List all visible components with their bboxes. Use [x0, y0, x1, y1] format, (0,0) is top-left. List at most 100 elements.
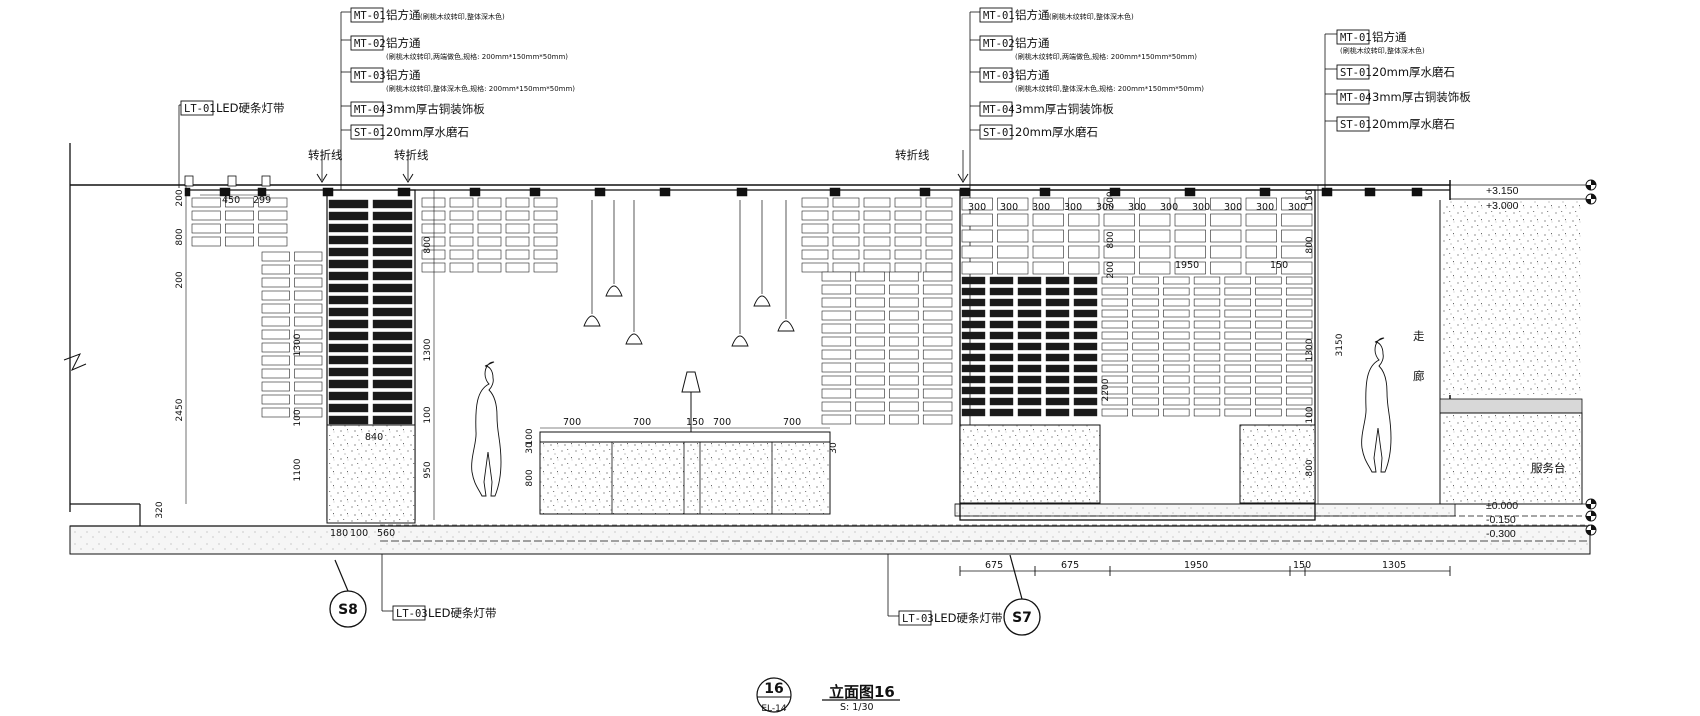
louver-right-dark-cell — [989, 331, 1014, 340]
louver-right-light-cell — [1132, 331, 1159, 340]
louver-right-dark-cell — [989, 408, 1014, 417]
louver-right-top-cell — [1174, 261, 1206, 275]
callout-mid-0-tag: MT-01 — [983, 10, 1015, 22]
louver-center-right-top-cell — [863, 210, 891, 221]
louver-center-right-cell — [821, 388, 852, 399]
louver-right-dark-cell — [1073, 375, 1098, 384]
louver-center-right-top-cell — [832, 249, 860, 260]
callout-mid-3-desc: 3mm厚古铜装饰板 — [1015, 102, 1114, 116]
louver-center-right-cell — [855, 323, 885, 334]
louver-left-top-cell — [258, 236, 288, 247]
louver-right-light-cell — [1224, 375, 1251, 384]
louver-right-top-cell — [1174, 197, 1206, 211]
dim-left-top-1: 299 — [253, 195, 271, 206]
louver-right-dark-cell — [1073, 364, 1098, 373]
led-bottom-left-tag: LT-03 — [396, 608, 428, 620]
louver-center-right-top-cell — [863, 249, 891, 260]
floor-slab — [69, 525, 1591, 555]
louver-right-light-cell — [1255, 331, 1282, 340]
louver-column-dark-cell — [328, 235, 369, 245]
louver-grids — [191, 197, 1313, 425]
louver-center-right-top-cell — [894, 210, 922, 221]
louver-center-left-cell — [505, 197, 530, 208]
callout-left-2-tag: MT-03 — [354, 70, 386, 82]
service-counter-body — [1439, 412, 1583, 505]
louver-right-light-cell — [1132, 397, 1159, 406]
louver-left-mid-cell — [294, 355, 323, 366]
louver-right-dark-cell — [961, 276, 986, 285]
louver-right-light-cell — [1224, 276, 1251, 285]
louver-right-top-cell — [1139, 229, 1171, 243]
louver-right-top-cell — [1032, 229, 1064, 243]
furniture-and-figures — [471, 200, 1392, 515]
louver-right-top-cell — [997, 261, 1029, 275]
louver-center-left-cell — [477, 249, 502, 260]
callout-right-0-tag: MT-01 — [1340, 32, 1372, 44]
louver-center-left-cell — [421, 249, 446, 260]
title-circle — [756, 677, 792, 713]
led-top-desc: LED硬条灯带 — [216, 101, 285, 115]
louver-center-right-cell — [821, 349, 852, 360]
level-labels: +3.150 +3.000 ±0.000 -0.150 -0.300 — [1486, 185, 1519, 540]
pendant-lamp-2 — [625, 333, 643, 345]
louver-center-left-cell — [505, 210, 530, 221]
callout-left-4-tag: ST-01 — [354, 127, 386, 139]
ceiling-block-0 — [184, 187, 191, 197]
louver-right-dark-cell — [1045, 375, 1070, 384]
section-line-s8 — [334, 559, 349, 592]
louver-right-dark-cell — [1073, 408, 1098, 417]
dim-counter-1: 700 — [633, 417, 651, 428]
louver-right-dark-cell — [1045, 364, 1070, 373]
louver-center-right-cell — [889, 271, 919, 282]
dim-right-v-5: 100 — [1305, 406, 1315, 423]
louver-right-light-cell — [1285, 342, 1313, 351]
louver-left-top-cell — [225, 197, 254, 208]
louver-right-light-cell — [1224, 309, 1251, 318]
dim-counter-4: 700 — [783, 417, 801, 428]
dim-right-v-3: 3150 — [1335, 333, 1345, 356]
louver-center-right-top-cell — [925, 223, 953, 234]
louver-column-dark-cell — [328, 199, 369, 209]
callout-left-box-2 — [350, 67, 384, 83]
louver-center-right-cell — [922, 336, 953, 347]
louver-column-dark-cell — [328, 355, 369, 365]
louver-column-dark-cell — [328, 223, 369, 233]
level-label-4: -0.300 — [1486, 528, 1516, 540]
callout-mid-2-sub: (刷桃木纹转印,整体深木色,规格: 200mm*150mm*50mm) — [1015, 84, 1204, 93]
louver-right-top-cell — [997, 229, 1029, 243]
led-bottom-right-tag: LT-03 — [902, 613, 934, 625]
louver-right-dark-cell — [1045, 353, 1070, 362]
louver-left-mid-cell — [294, 303, 323, 314]
louver-right-light-cell — [1132, 386, 1159, 395]
louver-center-left-cell — [449, 223, 474, 234]
louver-center-right-cell — [821, 336, 852, 347]
louver-center-right-top-cell — [894, 262, 922, 273]
louver-right-dark-cell — [1073, 309, 1098, 318]
louver-right-dark-cell — [1073, 342, 1098, 351]
callout-left-0-tag: MT-01 — [354, 10, 386, 22]
louver-right-dark-cell — [1017, 287, 1042, 296]
louver-column-dark-cell — [372, 319, 413, 329]
louver-left-mid-cell — [294, 368, 323, 379]
callout-left-0-desc: 铝方通 — [386, 8, 421, 22]
dim-col-v-3: 950 — [423, 461, 433, 478]
level-label-1: +3.000 — [1486, 200, 1519, 212]
dim-grid-top-5: 300 — [1128, 202, 1146, 213]
callout-mid-1-sub: (刷桃木纹转印,两端做色,规格: 200mm*150mm*50mm) — [1015, 52, 1197, 61]
louver-right-light-cell — [1101, 375, 1129, 384]
louver-column-dark-cell — [328, 367, 369, 377]
louver-left-mid-cell — [261, 264, 290, 275]
louver-right-light-cell — [1285, 397, 1313, 406]
right-terrazzo-1 — [959, 424, 1101, 504]
louver-right-top-cell — [961, 261, 993, 275]
dim-col-v-1: 1300 — [423, 338, 433, 361]
louver-left-mid-cell — [294, 407, 323, 418]
louver-right-light-cell — [1255, 276, 1282, 285]
louver-right-dark-cell — [1045, 287, 1070, 296]
louver-right-top-cell — [1032, 213, 1064, 227]
turn-label-1: 转折线 — [308, 148, 343, 162]
louver-right-dark-cell — [1017, 331, 1042, 340]
louver-right-top-cell — [1068, 261, 1100, 275]
louver-center-left-cell — [421, 223, 446, 234]
